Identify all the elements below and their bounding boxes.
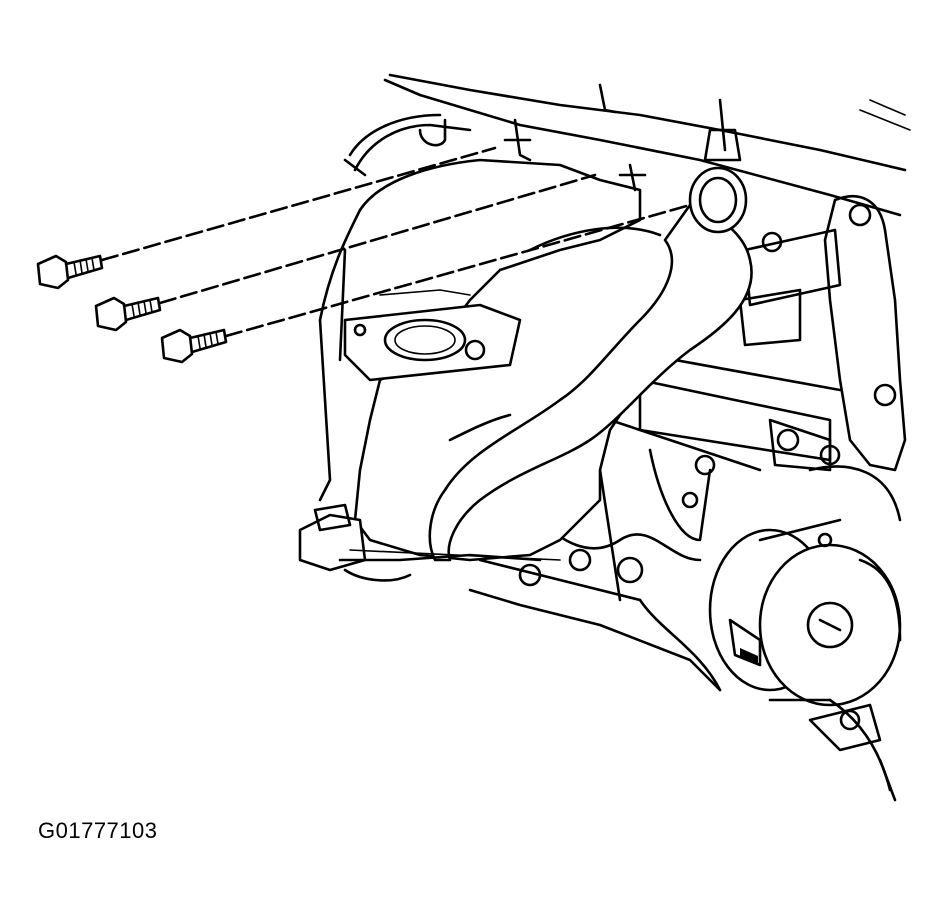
bolt-1: [36, 254, 104, 290]
bolt-3: [160, 328, 228, 364]
alternator: [708, 465, 902, 802]
intake-manifold: [298, 83, 753, 582]
figure-code-label: G01777103: [38, 818, 158, 843]
mounting-bracket: [738, 194, 907, 472]
bolt-2: [94, 296, 162, 332]
leader-lines: [100, 146, 692, 338]
